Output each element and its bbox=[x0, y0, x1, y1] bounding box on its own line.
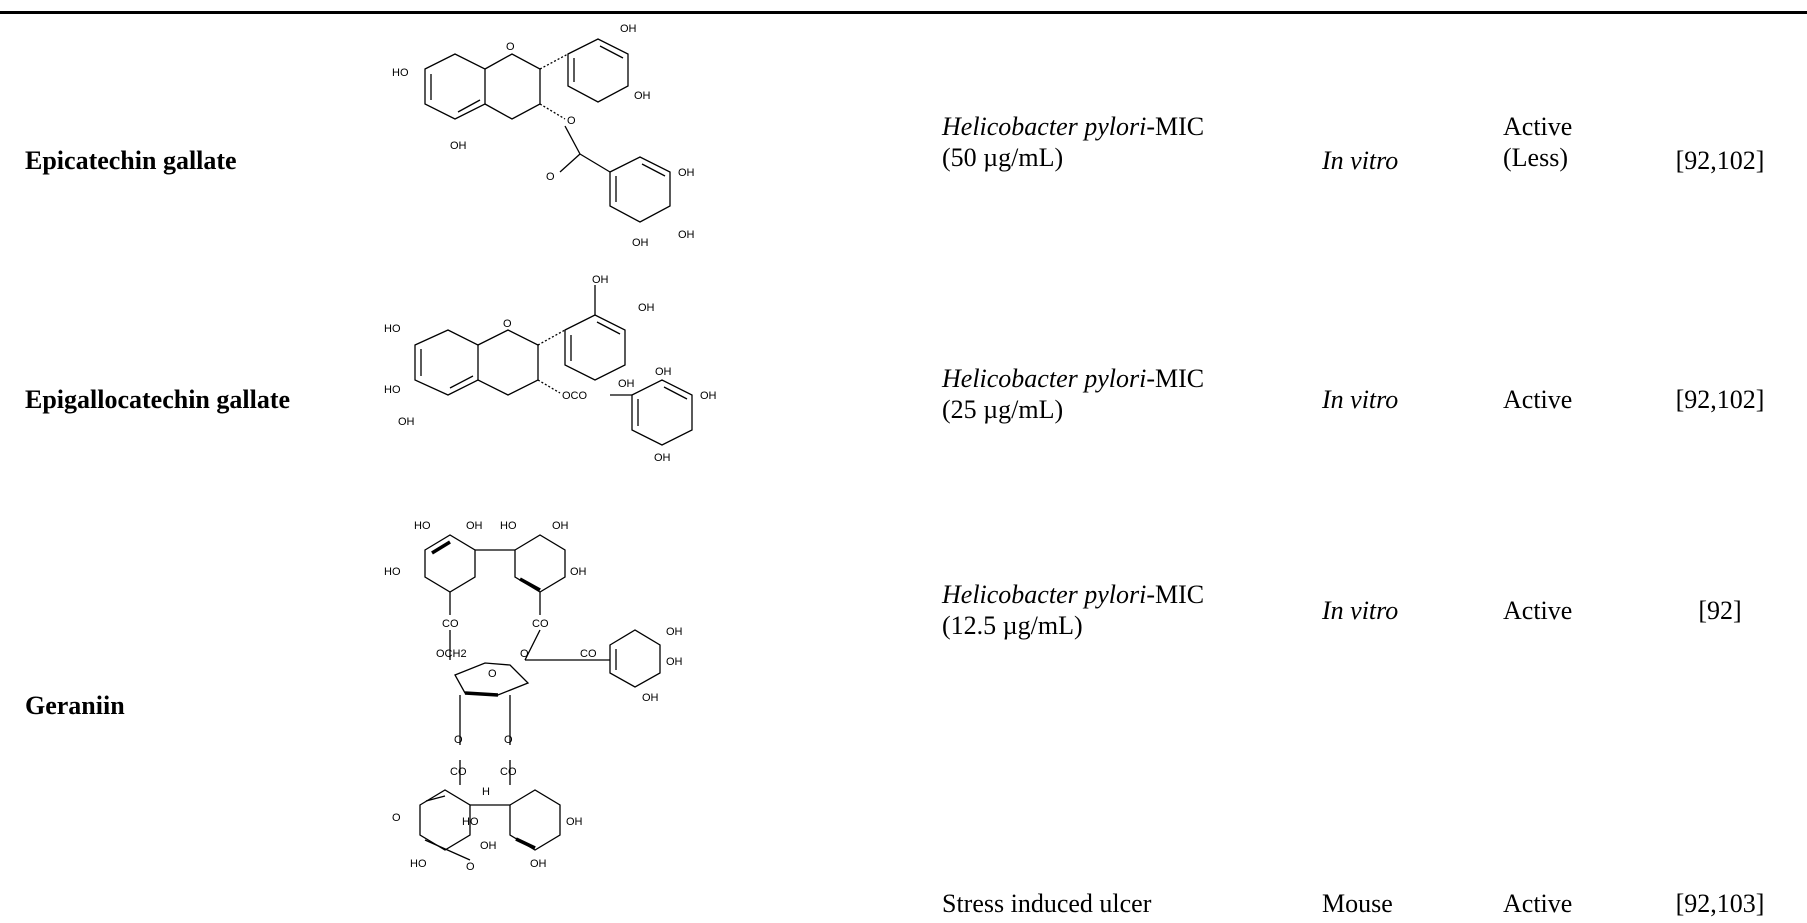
structure-label: OH bbox=[678, 167, 695, 179]
model-cell: Mouse bbox=[1322, 889, 1393, 918]
structure-label: O bbox=[454, 734, 463, 746]
structure-label: O bbox=[520, 648, 529, 660]
structure-label: OH bbox=[654, 452, 671, 464]
structure-label: O bbox=[567, 115, 576, 127]
structure-label: O bbox=[392, 812, 401, 824]
structure-label: OH bbox=[552, 520, 569, 532]
reference-cell: [92,102] bbox=[1675, 384, 1765, 414]
result-cell: Active bbox=[1503, 889, 1573, 918]
chemical-structure-epicatechin-gallate: HO O OH OH OH O O OH OH OH bbox=[370, 14, 730, 264]
structure-label: HO bbox=[384, 323, 401, 335]
structure-label: CO bbox=[450, 766, 467, 778]
activity-cell: Helicobacter pylori-MIC (25 µg/mL) bbox=[942, 363, 1302, 425]
model-cell: In vitro bbox=[1322, 595, 1399, 625]
structure-label: CO bbox=[442, 618, 459, 630]
result-cell: Active (Less) bbox=[1503, 111, 1643, 173]
structure-label: HO bbox=[410, 858, 427, 870]
structure-label: HO bbox=[392, 67, 409, 79]
compound-name: Geraniin bbox=[25, 690, 125, 720]
activity-line: Helicobacter pylori-MIC bbox=[942, 579, 1302, 610]
table-row: Epicatechin gallate HO O OH bbox=[0, 14, 1807, 274]
structure-label: OH bbox=[592, 275, 609, 286]
structure-label: OCO bbox=[562, 390, 588, 402]
structure-label: OH bbox=[642, 692, 659, 704]
structure-label: HO bbox=[500, 520, 517, 532]
structure-label: OH bbox=[618, 378, 635, 390]
structure-label: OH bbox=[678, 229, 695, 241]
reference-cell: [92] bbox=[1698, 595, 1742, 625]
result-detail: (Less) bbox=[1503, 143, 1568, 172]
structure-label: OH bbox=[398, 416, 415, 428]
structure-label: H bbox=[482, 786, 490, 798]
structure-label: OH bbox=[466, 520, 483, 532]
activity-suffix: -MIC bbox=[1146, 364, 1205, 393]
reference-cell: [92,102] bbox=[1675, 145, 1765, 175]
structure-label: OH bbox=[566, 816, 583, 828]
structure-label: O bbox=[546, 171, 555, 183]
table-row: Geraniin bbox=[0, 515, 1807, 890]
structure-label: O bbox=[466, 861, 475, 873]
structure-label: OH bbox=[655, 366, 672, 378]
structure-label: OH bbox=[480, 840, 497, 852]
structure-label: O bbox=[488, 668, 497, 680]
structure-label: O bbox=[504, 734, 513, 746]
activity-line: Helicobacter pylori-MIC bbox=[942, 363, 1302, 394]
structure-label: HO bbox=[462, 816, 479, 828]
structure-label: OH bbox=[620, 23, 637, 35]
activity-detail: (50 µg/mL) bbox=[942, 143, 1064, 172]
compound-name: Epicatechin gallate bbox=[25, 145, 237, 175]
activity-cell: Stress induced ulcer bbox=[942, 889, 1152, 918]
chemical-structure-epigallocatechin-gallate: OH OH HO O OH OH HO OCO OH OH OH bbox=[370, 275, 750, 515]
table-top-rule bbox=[0, 11, 1807, 14]
structure-label: HO bbox=[414, 520, 431, 532]
structure-label: O bbox=[506, 41, 515, 53]
structure-label: OH bbox=[700, 390, 717, 402]
table-row: Stress induced ulcer Mouse Active [92,10… bbox=[0, 888, 1807, 923]
structure-label: OH bbox=[666, 626, 683, 638]
activity-line: Helicobacter pylori-MIC bbox=[942, 111, 1302, 142]
structure-label: OH bbox=[634, 90, 651, 102]
structure-label: O bbox=[503, 318, 512, 330]
activity-detail: (12.5 µg/mL) bbox=[942, 611, 1083, 640]
structure-label: OH bbox=[666, 656, 683, 668]
structure-label: OH bbox=[450, 140, 467, 152]
activity-cell: Helicobacter pylori-MIC (12.5 µg/mL) bbox=[942, 579, 1302, 641]
organism-name: Helicobacter pylori bbox=[942, 112, 1147, 141]
model-cell: In vitro bbox=[1322, 384, 1399, 414]
activity-detail: (25 µg/mL) bbox=[942, 395, 1064, 424]
table-row: Epigallocatechin gallate OH OH HO bbox=[0, 275, 1807, 515]
structure-label: OH bbox=[632, 237, 649, 249]
result-cell: Active bbox=[1503, 595, 1573, 625]
model-cell: In vitro bbox=[1322, 145, 1399, 175]
structure-label: HO bbox=[384, 384, 401, 396]
structure-label: OH bbox=[530, 858, 547, 870]
chemical-structure-geraniin: HO OH HO OH HO OH CO CO OCH2 O O CO OH O… bbox=[370, 515, 730, 890]
organism-name: Helicobacter pylori bbox=[942, 580, 1147, 609]
structure-label: HO bbox=[384, 566, 401, 578]
activity-cell: Helicobacter pylori-MIC (50 µg/mL) bbox=[942, 111, 1302, 173]
result-cell: Active bbox=[1503, 384, 1573, 414]
structure-label: OH bbox=[638, 302, 655, 314]
structure-label: OH bbox=[570, 566, 587, 578]
structure-label: CO bbox=[580, 648, 597, 660]
reference-cell: [92,103] bbox=[1675, 889, 1765, 918]
structure-label: CO bbox=[532, 618, 549, 630]
compound-name: Epigallocatechin gallate bbox=[25, 384, 291, 414]
organism-name: Helicobacter pylori bbox=[942, 364, 1147, 393]
structure-label: CO bbox=[500, 766, 517, 778]
activity-suffix: -MIC bbox=[1146, 112, 1205, 141]
activity-suffix: -MIC bbox=[1146, 580, 1205, 609]
structure-label: OCH2 bbox=[436, 648, 467, 660]
result-value: Active bbox=[1503, 112, 1573, 141]
